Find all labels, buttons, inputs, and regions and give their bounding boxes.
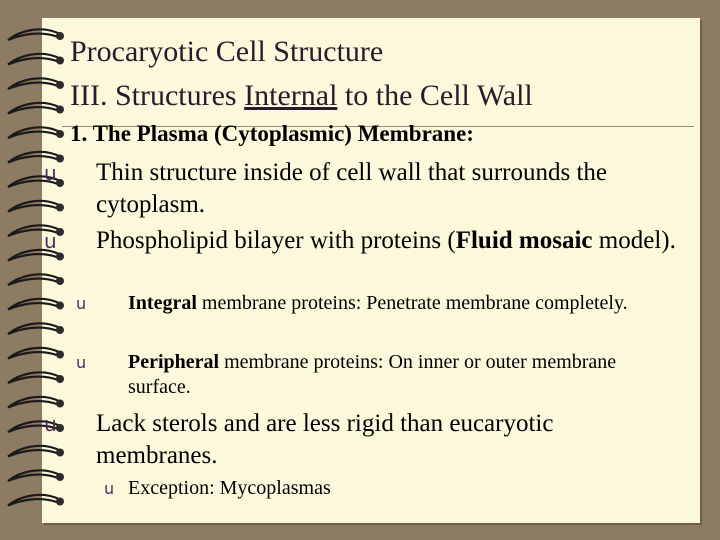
binding-ring — [7, 395, 62, 409]
binding-hole — [56, 154, 64, 163]
bullet-text-post: model). — [592, 227, 676, 254]
bullet-text-pre: Phospholipid bilayer with proteins ( — [96, 227, 456, 254]
binding-ring — [7, 493, 62, 507]
bullet-peripheral: u Peripheral membrane proteins: On inner … — [76, 350, 668, 399]
bullet-thin-structure: u Thin structure inside of cell wall that… — [44, 157, 696, 220]
binding-ring — [7, 101, 62, 115]
title-line-2-underlined: Internal — [244, 79, 338, 112]
binding-hole — [56, 399, 64, 408]
binding-hole — [56, 448, 64, 457]
bullet-text: Exception: Mycoplasmas — [128, 477, 331, 499]
binding-ring — [7, 126, 62, 140]
binding-ring — [7, 199, 62, 213]
bullet-text: Lack sterols and are less rigid than euc… — [96, 410, 554, 469]
bullet-icon: u — [76, 294, 87, 313]
bullet-icon: u — [44, 412, 57, 436]
bullet-text-post: membrane proteins: Penetrate membrane co… — [196, 292, 628, 314]
notebook-page — [42, 18, 700, 523]
bullet-exception: u Exception: Mycoplasmas — [104, 476, 624, 501]
binding-ring — [7, 469, 62, 483]
bullet-text-post: membrane proteins: On inner or outer mem… — [128, 351, 617, 398]
title-line-1: Procaryotic Cell Structure — [70, 35, 384, 68]
binding-ring — [7, 248, 62, 262]
binding-hole — [56, 424, 64, 432]
binding-hole — [56, 473, 64, 481]
bullet-text-bold: Integral — [128, 292, 197, 314]
binding-ring — [7, 420, 62, 434]
bullet-text-bold: Peripheral — [128, 351, 220, 373]
binding-hole — [56, 203, 64, 212]
binding-hole — [56, 301, 64, 310]
binding-hole — [56, 375, 64, 383]
binding-ring — [7, 52, 62, 66]
binding-ring — [7, 297, 62, 311]
binding-hole — [56, 130, 64, 138]
binding-ring — [7, 322, 62, 336]
binding-hole — [56, 350, 64, 359]
section-heading: 1. The Plasma (Cytoplasmic) Membrane: — [70, 121, 474, 146]
bullet-integral: u Integral membrane proteins: Penetrate m… — [76, 291, 668, 316]
binding-hole — [56, 179, 64, 187]
binding-ring — [7, 371, 62, 385]
binding-hole — [56, 81, 64, 89]
slide-title: Procaryotic Cell Structure III. Structur… — [70, 30, 700, 118]
binding-hole — [56, 326, 64, 334]
binding-hole — [56, 105, 64, 114]
binding-ring — [7, 150, 62, 164]
bullet-text: Thin structure inside of cell wall that … — [96, 159, 607, 218]
bullet-icon: u — [44, 229, 57, 253]
binding-hole — [56, 252, 64, 261]
title-line-2-pre: III. Structures — [70, 79, 245, 112]
bullet-icon: u — [76, 353, 87, 372]
title-line-2-post: to the Cell Wall — [337, 79, 533, 112]
bullet-icon: u — [104, 479, 115, 498]
binding-ring — [7, 444, 62, 458]
binding-ring — [7, 346, 62, 360]
bullet-text-bold: Fluid mosaic — [455, 227, 593, 254]
binding-hole — [56, 497, 64, 506]
binding-hole — [56, 32, 64, 40]
bullet-phospholipid: u Phospholipid bilayer with proteins (Flu… — [44, 225, 696, 257]
binding-ring — [7, 28, 62, 42]
bullet-icon: u — [44, 161, 57, 185]
binding-ring — [7, 224, 62, 238]
binding-ring — [7, 273, 62, 287]
binding-hole — [56, 56, 64, 65]
binding-hole — [56, 228, 64, 236]
spiral-binding — [7, 28, 64, 507]
title-divider — [62, 126, 694, 127]
binding-ring — [7, 77, 62, 91]
bullet-lack-sterols: u Lack sterols and are less rigid than eu… — [44, 408, 676, 471]
binding-hole — [56, 277, 64, 285]
title-line-2: III. Structures Internal to the Cell Wal… — [70, 74, 700, 118]
binding-ring — [7, 175, 62, 189]
